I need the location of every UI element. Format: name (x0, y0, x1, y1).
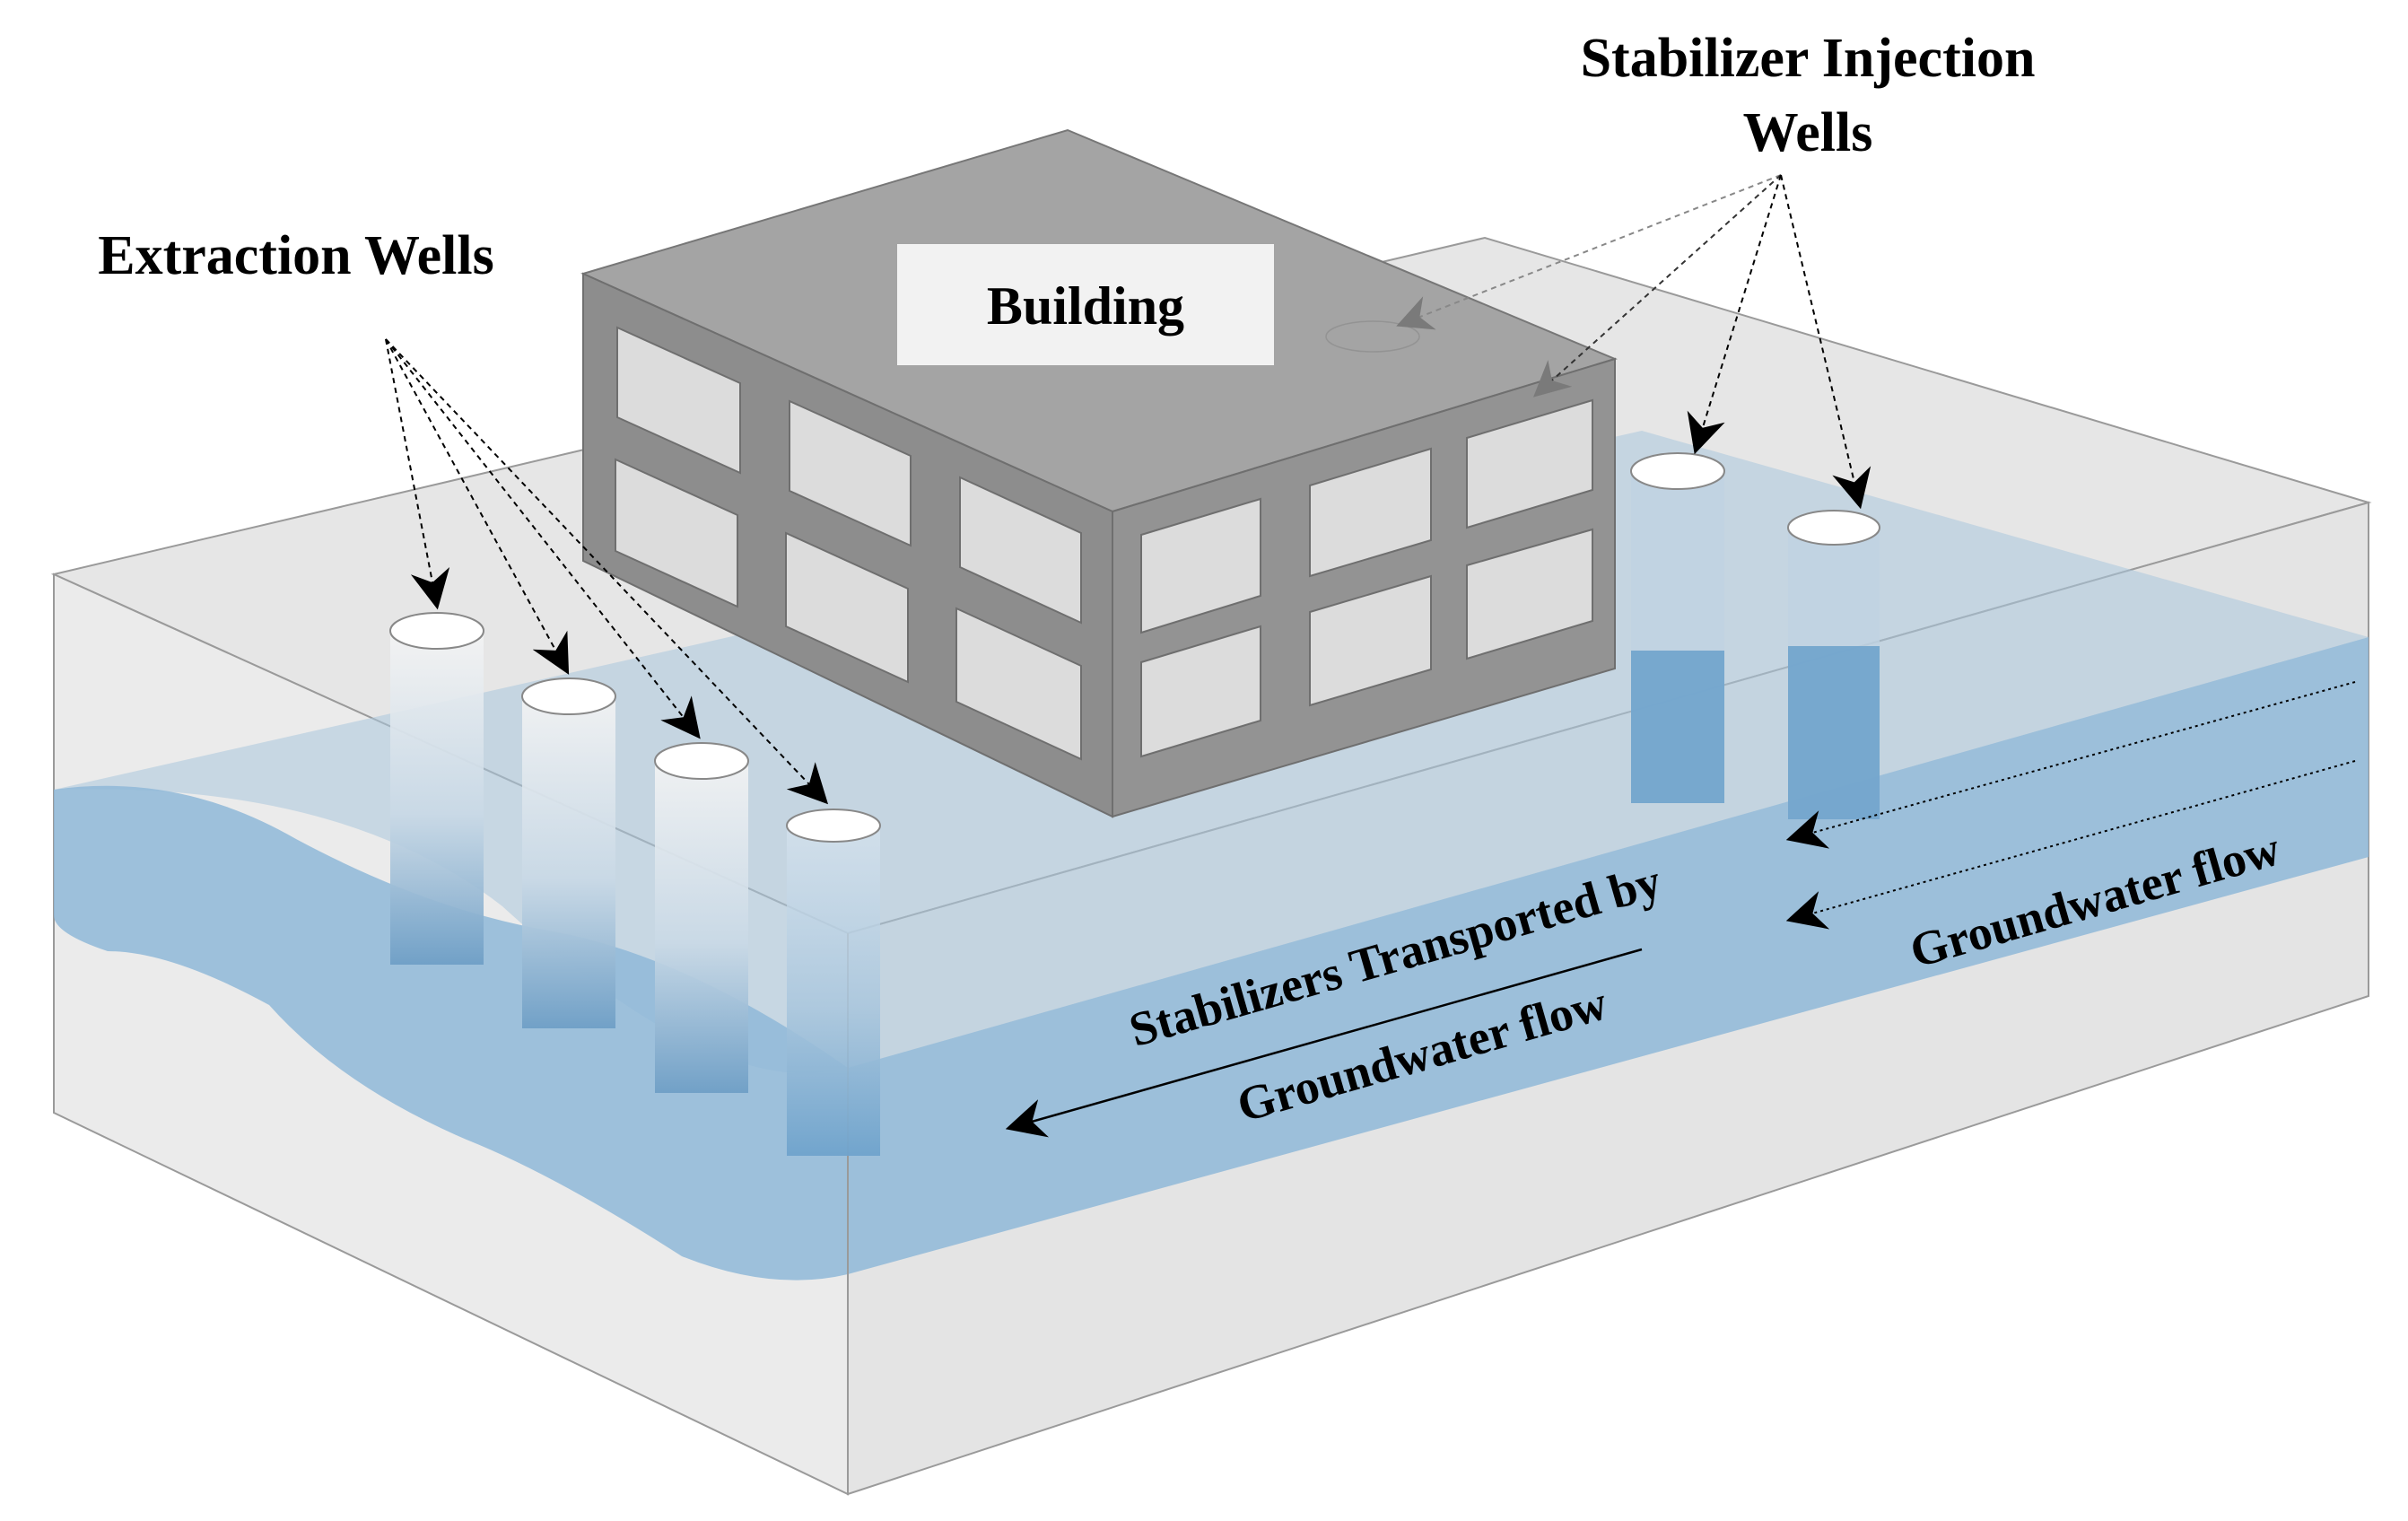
building-right-windows (1140, 398, 1593, 758)
injection-wells (1630, 452, 1880, 819)
injection-wells-label-line1: Stabilizer Injection (1581, 28, 2036, 89)
injection-pointer-arrows (1396, 174, 1871, 510)
building-label-box (897, 244, 1274, 365)
extraction-pointer-arrows (385, 338, 829, 805)
extraction-well-1 (389, 612, 484, 965)
stabilizer-transport-arrow (1005, 948, 1643, 1138)
groundwater-right-face (848, 637, 2369, 1274)
extraction-well-3 (654, 742, 749, 1093)
groundwater-left-face (54, 785, 848, 1281)
injection-wells-label-line2: Wells (1743, 102, 1873, 163)
building-left-windows (615, 326, 1082, 761)
extraction-well-4 (786, 809, 881, 1156)
extraction-wells (389, 612, 881, 1156)
building: Building (580, 128, 1618, 818)
injection-well-1 (1630, 452, 1725, 803)
roof-hidden-well (1325, 320, 1420, 353)
extraction-well-2 (521, 677, 616, 1028)
injection-well-2 (1787, 510, 1880, 819)
extraction-wells-label: Extraction Wells (98, 225, 493, 286)
building-label: Building (987, 276, 1184, 336)
